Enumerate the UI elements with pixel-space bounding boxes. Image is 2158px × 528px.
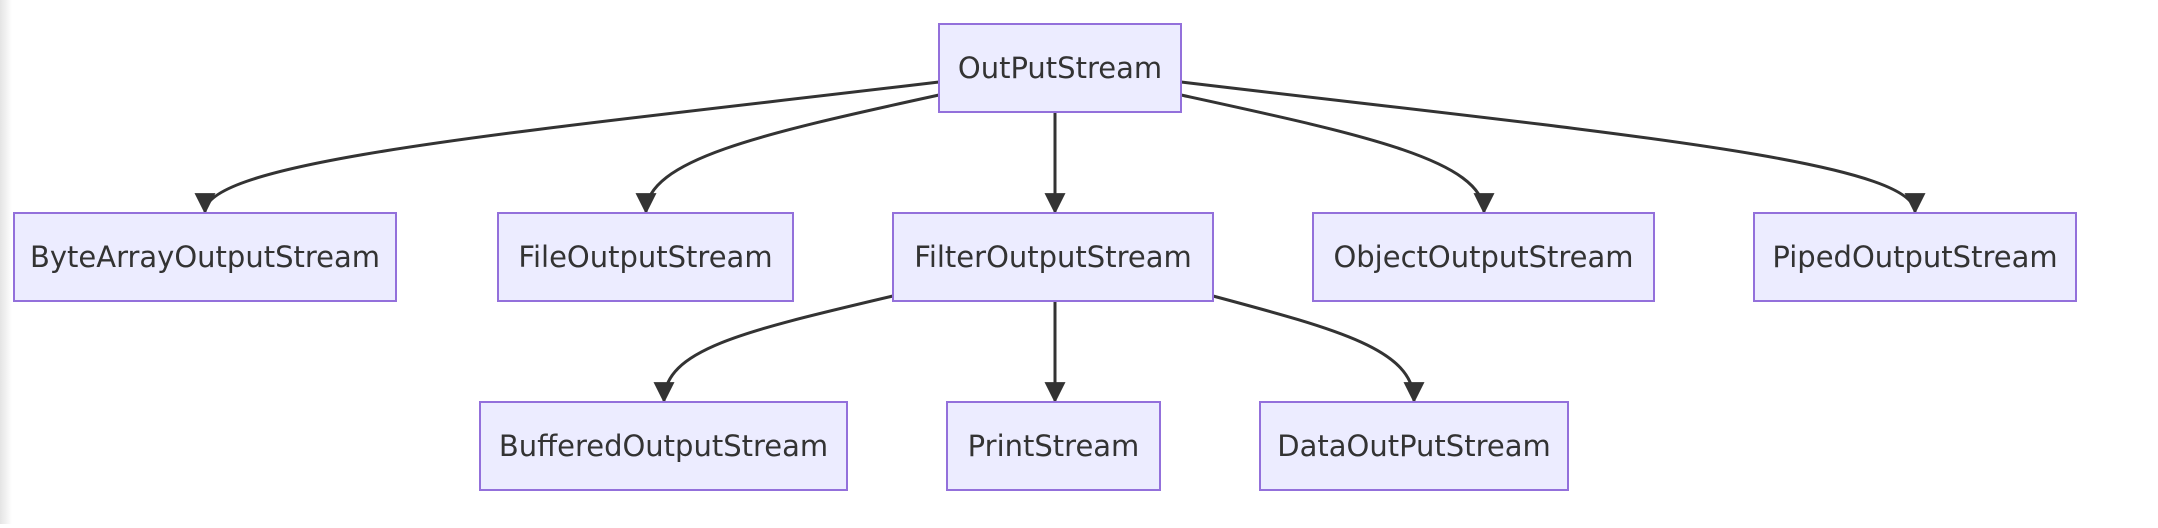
node-box-piped xyxy=(1753,212,2077,302)
edge-outputstream-to-object xyxy=(1180,93,1495,215)
node-label-print: PrintStream xyxy=(968,429,1140,463)
node-outputstream: OutPutStream xyxy=(938,23,1182,113)
node-bytearray: ByteArrayOutputStream xyxy=(13,212,397,302)
edge-outputstream-to-piped xyxy=(1180,80,1926,215)
node-label-data: DataOutPutStream xyxy=(1277,429,1550,463)
node-box-filter xyxy=(892,212,1214,302)
node-label-buffered: BufferedOutputStream xyxy=(499,429,828,463)
node-box-file xyxy=(497,212,794,302)
node-object: ObjectOutputStream xyxy=(1312,212,1655,302)
node-box-print xyxy=(946,401,1161,491)
edge-outputstream-to-bytearray xyxy=(194,80,940,215)
node-label-bytearray: ByteArrayOutputStream xyxy=(30,240,380,274)
node-box-data xyxy=(1259,401,1569,491)
node-label-filter: FilterOutputStream xyxy=(914,240,1191,274)
node-filter: FilterOutputStream xyxy=(892,212,1214,302)
edge-outputstream-to-file xyxy=(635,93,940,215)
edges-layer xyxy=(194,80,1926,404)
node-box-object xyxy=(1312,212,1655,302)
node-data: DataOutPutStream xyxy=(1259,401,1569,491)
node-print: PrintStream xyxy=(946,401,1161,491)
node-buffered: BufferedOutputStream xyxy=(479,401,848,491)
node-label-object: ObjectOutputStream xyxy=(1333,240,1633,274)
node-label-piped: PipedOutputStream xyxy=(1772,240,2057,274)
node-box-bytearray xyxy=(13,212,397,302)
node-file: FileOutputStream xyxy=(497,212,794,302)
left-edge-shade xyxy=(0,0,12,524)
node-box-outputstream xyxy=(938,23,1182,113)
node-piped: PipedOutputStream xyxy=(1753,212,2077,302)
node-label-file: FileOutputStream xyxy=(518,240,772,274)
node-label-outputstream: OutPutStream xyxy=(958,51,1162,85)
node-box-buffered xyxy=(479,401,848,491)
edge-filter-to-data xyxy=(1212,294,1425,404)
edge-filter-to-buffered xyxy=(653,294,894,404)
